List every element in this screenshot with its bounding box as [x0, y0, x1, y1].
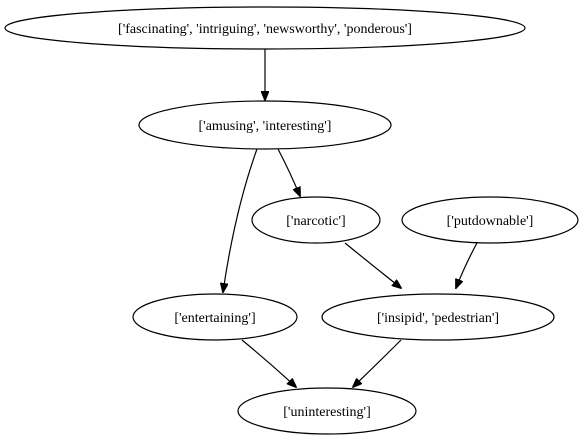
- node-ellipse: [132, 293, 298, 341]
- edge-amusing-to-entertaining: [223, 148, 258, 292]
- node-ellipse: [401, 196, 579, 244]
- node-fascinating-intriguing-newsworthy-ponderous: ['fascinating', 'intriguing', 'newsworth…: [4, 6, 526, 50]
- node-ellipse: [237, 387, 417, 435]
- node-ellipse: [321, 293, 555, 341]
- edge-narcotic-to-insipid: [344, 242, 401, 288]
- node-amusing-interesting: ['amusing', 'interesting']: [138, 100, 392, 150]
- node-ellipse: [4, 6, 526, 50]
- node-uninteresting: ['uninteresting']: [237, 387, 417, 435]
- node-putdownable: ['putdownable']: [401, 196, 579, 244]
- edge-amusing-to-narcotic: [277, 148, 300, 196]
- node-label: ['uninteresting']: [283, 405, 370, 420]
- node-label: ['amusing', 'interesting']: [199, 119, 332, 134]
- node-label: ['entertaining']: [174, 311, 255, 326]
- node-narcotic: ['narcotic']: [251, 196, 381, 244]
- node-label: ['fascinating', 'intriguing', 'newsworth…: [118, 22, 412, 37]
- node-label: ['putdownable']: [447, 214, 534, 229]
- edge-insipid-to-uninteresting: [353, 339, 402, 387]
- edges: [223, 49, 478, 387]
- node-entertaining: ['entertaining']: [132, 293, 298, 341]
- node-ellipse: [251, 196, 381, 244]
- node-ellipse: [138, 100, 392, 150]
- edge-putdownable-to-insipid: [456, 242, 478, 288]
- node-insipid-pedestrian: ['insipid', 'pedestrian']: [321, 293, 555, 341]
- node-label: ['insipid', 'pedestrian']: [377, 311, 499, 326]
- edge-entertaining-to-uninteresting: [241, 339, 296, 387]
- node-label: ['narcotic']: [286, 214, 345, 229]
